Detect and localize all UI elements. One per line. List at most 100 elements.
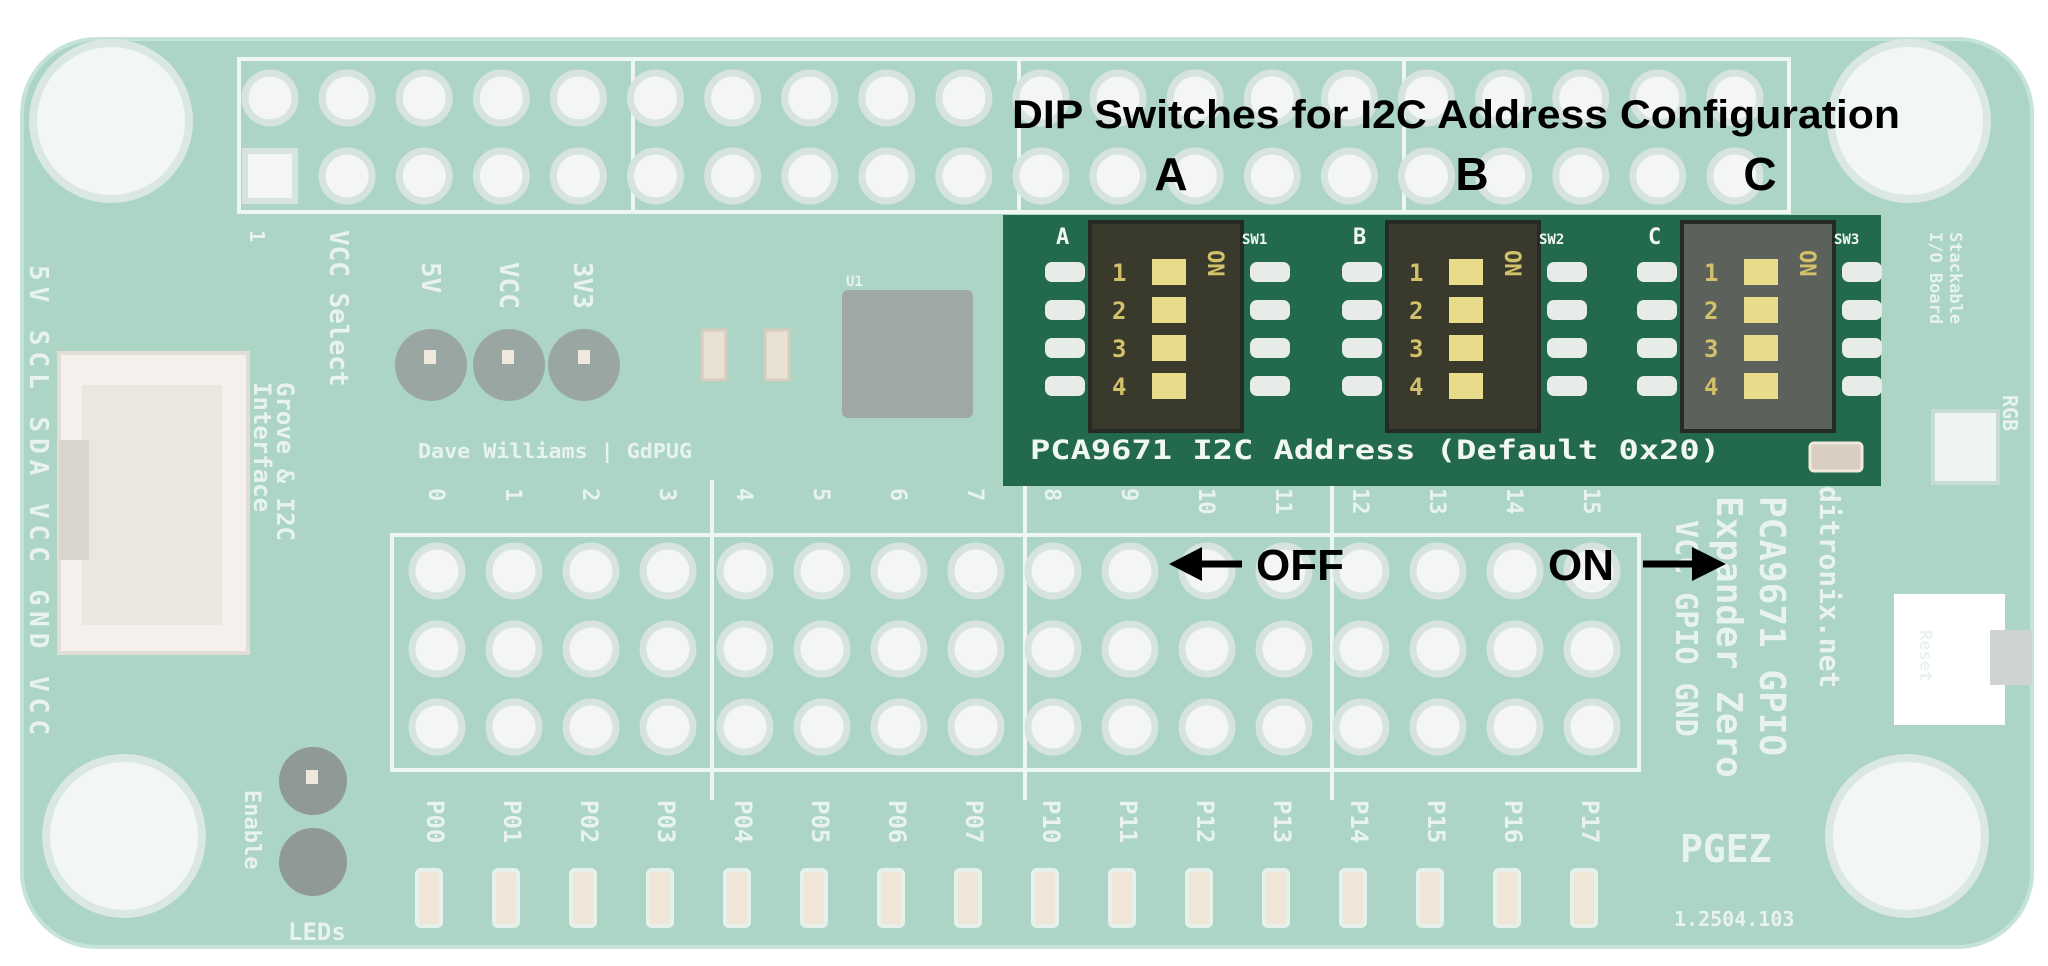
io-pin (408, 698, 466, 756)
solder-pad (1045, 262, 1085, 282)
io-pin (1255, 620, 1313, 678)
io-pin (1409, 698, 1467, 756)
port-label: P02 (575, 800, 603, 843)
status-led (1185, 868, 1213, 928)
header-pin (241, 69, 299, 127)
dip-actuator[interactable] (1744, 335, 1778, 361)
header-pin (1552, 69, 1610, 127)
dip-actuator[interactable] (1449, 373, 1483, 399)
dip-actuator[interactable] (1449, 335, 1483, 361)
annotation-switch-a: A (1154, 148, 1187, 200)
io-pin (1486, 542, 1544, 600)
pin-number: 2 (577, 488, 602, 501)
dip-actuator[interactable] (1152, 373, 1186, 399)
annotation-switch-c: C (1743, 148, 1776, 200)
io-pin (562, 542, 620, 600)
io-pin (1024, 620, 1082, 678)
dip-ref-label: A (1056, 225, 1069, 250)
header-pin (1398, 147, 1455, 205)
led-enable-jumper (279, 747, 347, 896)
io-pin (1024, 698, 1082, 756)
dip-position-label: 4 (1409, 373, 1423, 401)
header-pin (1243, 147, 1301, 205)
capacitor (763, 328, 791, 382)
io-pin (408, 542, 466, 600)
dip-position-label: 1 (1704, 259, 1718, 287)
header-pin (627, 69, 684, 127)
header-pin (935, 147, 993, 205)
header-pin (935, 69, 993, 127)
address-note: PCA9671 I2C Address (Default 0x20) (1030, 435, 1720, 466)
chip-label: U1 (846, 274, 863, 290)
io-pin (485, 620, 543, 678)
header-pin (1629, 147, 1687, 205)
pin-number: 7 (962, 488, 987, 501)
dip-position-label: 3 (1704, 335, 1718, 363)
header-pin (627, 147, 684, 205)
dip-actuator[interactable] (1449, 297, 1483, 323)
port-label: P03 (652, 800, 680, 843)
pin-number: 12 (1347, 488, 1372, 515)
stackable-line1: Stackable (1945, 232, 1965, 324)
annotation-title: DIP Switches for I2C Address Configurati… (1012, 93, 1900, 137)
solder-pad (1842, 262, 1882, 282)
solder-pad (1250, 376, 1290, 396)
pin-number: 10 (1193, 488, 1218, 515)
port-label: P13 (1268, 800, 1296, 843)
io-pin (1486, 620, 1544, 678)
pca9671-chip (842, 290, 973, 418)
pin-number: 5 (808, 488, 833, 501)
status-led (1493, 868, 1521, 928)
solder-pad (1250, 300, 1290, 320)
status-led (569, 868, 597, 928)
solder-pad (1342, 376, 1382, 396)
pin-number: 14 (1501, 488, 1526, 515)
io-header-pins (408, 542, 1621, 756)
pin-number: 6 (885, 488, 910, 501)
vcc-select-label: VCC Select (323, 230, 353, 387)
solder-pad (1637, 300, 1677, 320)
dip-actuator[interactable] (1744, 297, 1778, 323)
header-pin (858, 69, 916, 127)
capacitor (700, 328, 728, 382)
jumper-label-3v3: 3V3 (567, 262, 597, 309)
dip-actuator[interactable] (1152, 259, 1186, 285)
solder-pad (1842, 376, 1882, 396)
status-led (723, 868, 751, 928)
dip-actuator[interactable] (1152, 335, 1186, 361)
dip-actuator[interactable] (1744, 259, 1778, 285)
header-pin (395, 147, 453, 205)
jumper-5v (395, 329, 467, 401)
io-pin (793, 698, 851, 756)
dip-designator: SW1 (1242, 232, 1267, 248)
port-label: P15 (1422, 800, 1450, 843)
pin1-label: 1 (245, 230, 269, 242)
solder-pad (1250, 262, 1290, 282)
solder-pad (1842, 300, 1882, 320)
io-pin (793, 620, 851, 678)
gpio-header-pins (241, 69, 1764, 205)
header-pin (1398, 69, 1455, 127)
io-pin (870, 620, 928, 678)
port-label: P10 (1037, 800, 1065, 843)
io-pin (716, 620, 774, 678)
pin-number: 13 (1424, 488, 1449, 515)
io-pin (485, 542, 543, 600)
dip-actuator[interactable] (1744, 373, 1778, 399)
header-pin (472, 147, 530, 205)
dip-actuator[interactable] (1152, 297, 1186, 323)
status-led (1262, 868, 1290, 928)
io-pin (947, 620, 1005, 678)
rgb-led (1931, 409, 2000, 485)
header-pin (549, 69, 607, 127)
port-label: P07 (960, 800, 988, 843)
io-pin (1255, 698, 1313, 756)
port-label: P12 (1191, 800, 1219, 843)
io-header-outline (390, 480, 1641, 800)
website: ditronix.net (1813, 486, 1846, 688)
dip-actuator[interactable] (1449, 259, 1483, 285)
io-pin (1024, 542, 1082, 600)
